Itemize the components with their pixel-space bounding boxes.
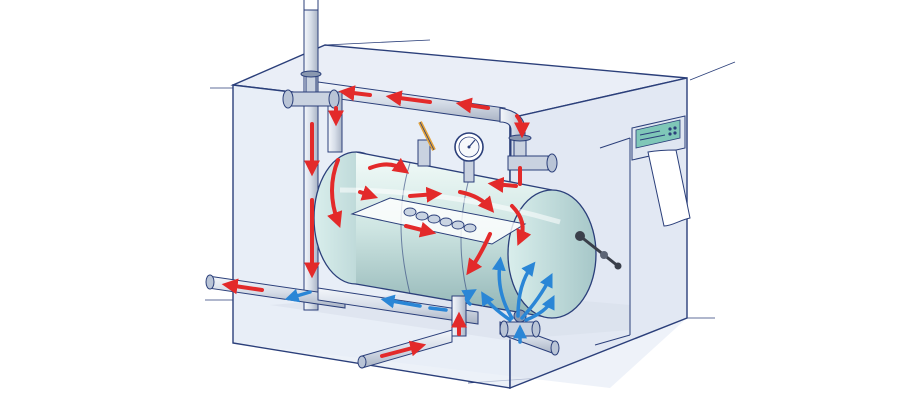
pressure-gauge — [454, 132, 484, 183]
cold-arrow — [524, 294, 555, 322]
hot-arrow — [327, 158, 343, 228]
cold-arrow — [461, 289, 477, 306]
hot-arrow — [408, 186, 443, 203]
hot-arrow — [404, 221, 437, 238]
heating-coil-bundle — [350, 197, 527, 245]
hot-arrow — [368, 157, 410, 174]
cold-arrow — [428, 306, 448, 312]
cold-arrow — [380, 294, 422, 309]
printout-paper — [647, 149, 691, 227]
hot-arrow — [338, 85, 372, 102]
drain-handle — [575, 231, 622, 270]
hot-arrow — [487, 176, 518, 193]
hot-arrow — [380, 340, 427, 358]
cold-arrow — [516, 261, 536, 318]
hot-arrow — [458, 190, 495, 213]
valve-left-top — [282, 70, 340, 109]
cold-arrow — [481, 291, 512, 322]
hot-flow-arrows — [221, 85, 532, 358]
hot-arrow — [385, 90, 432, 107]
hot-arrow — [513, 114, 530, 139]
safety-valve — [417, 121, 436, 167]
hot-arrow — [510, 204, 532, 246]
cold-flow-arrows — [284, 256, 555, 344]
control-panel-with-printout — [631, 115, 691, 227]
hot-arrow — [221, 278, 264, 295]
cold-arrow — [284, 288, 312, 303]
hot-arrow — [358, 185, 379, 201]
hot-arrow — [455, 97, 490, 114]
cold-arrow — [491, 256, 514, 320]
hot-arrow — [466, 232, 492, 276]
cold-arrow — [520, 272, 553, 320]
